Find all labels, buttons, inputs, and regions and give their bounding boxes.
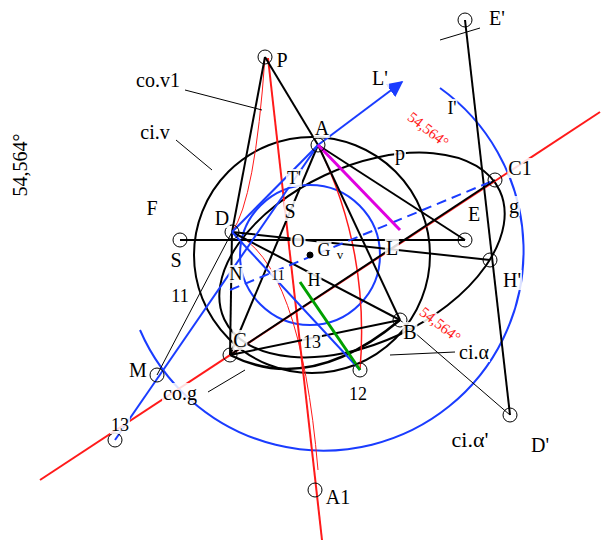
point-label: H' [502, 270, 522, 290]
line [265, 57, 318, 145]
point-label: C1 [507, 158, 532, 178]
point-label: g [508, 196, 520, 216]
point-label: 54,564° [416, 304, 464, 346]
point-label: D' [530, 435, 550, 455]
point-marker [150, 368, 164, 382]
blue-line [115, 145, 318, 440]
point-label: 54,564° [10, 133, 30, 198]
black-lines [157, 20, 510, 415]
red-line [40, 112, 600, 480]
leader-line [176, 140, 212, 170]
point-label: 11 [270, 269, 285, 283]
point-label: 13 [302, 333, 322, 351]
point-marker [307, 252, 313, 258]
line [318, 145, 465, 240]
point-label: C [232, 330, 247, 350]
point-label: O [291, 232, 306, 250]
point-label: F [145, 198, 158, 218]
point-marker [503, 408, 517, 422]
point-label: E [467, 204, 481, 224]
point-marker [258, 50, 272, 64]
line [157, 232, 232, 375]
point-label: L' [371, 68, 389, 88]
point-label: H [307, 271, 322, 289]
point-markers [108, 13, 517, 497]
point-label: S [283, 201, 296, 221]
point-label: co.g [162, 383, 198, 403]
point-label: A [314, 118, 330, 138]
leader-line [208, 370, 245, 392]
point-label: ci.α' [451, 429, 490, 451]
red-curve [232, 57, 318, 470]
green-segment [300, 282, 360, 370]
point-label: co.v1 [135, 70, 181, 90]
point-label: 54,564° [404, 109, 452, 151]
point-label: p [394, 143, 406, 163]
leader-line [185, 90, 262, 110]
point-label: B [402, 322, 417, 342]
point-marker [488, 173, 502, 187]
point-label: 11 [170, 287, 189, 305]
magenta-segment [318, 145, 400, 230]
point-label: L [385, 238, 399, 258]
point-label: P [275, 50, 288, 70]
point-label: M [128, 360, 148, 380]
leader-line [390, 352, 455, 355]
point-label: N [229, 265, 244, 283]
point-marker [458, 233, 472, 247]
arc-alpha [230, 320, 400, 369]
point-label: ci.α [458, 342, 490, 362]
point-marker [308, 483, 322, 497]
point-marker [353, 363, 367, 377]
point-label: ci.v [139, 122, 170, 142]
point-label: I' [446, 99, 457, 117]
blue-arrow [318, 82, 402, 145]
leader-lines [176, 28, 480, 392]
line [230, 145, 318, 355]
point-label: v [336, 248, 345, 261]
point-marker [223, 348, 237, 362]
point-marker [173, 233, 187, 247]
point-marker [108, 433, 122, 447]
leader-line [440, 28, 480, 40]
point-label: 12 [348, 385, 368, 403]
point-marker [458, 13, 472, 27]
point-marker [483, 253, 497, 267]
blue-line [232, 145, 318, 232]
ellipse-g [187, 111, 537, 399]
point-label: S [169, 250, 182, 270]
point-label: 13 [110, 416, 130, 434]
blue-line [232, 232, 360, 370]
point-label: A1 [325, 487, 351, 507]
line [230, 180, 495, 355]
point-label: T' [286, 169, 302, 187]
circle-alpha-prime [140, 88, 524, 451]
line [232, 232, 490, 260]
point-label: D [214, 208, 230, 228]
point-label: E' [488, 8, 506, 28]
line [232, 57, 265, 232]
point-label: G [317, 241, 332, 259]
blue-dashed-line [230, 180, 495, 290]
point-marker [311, 138, 325, 152]
